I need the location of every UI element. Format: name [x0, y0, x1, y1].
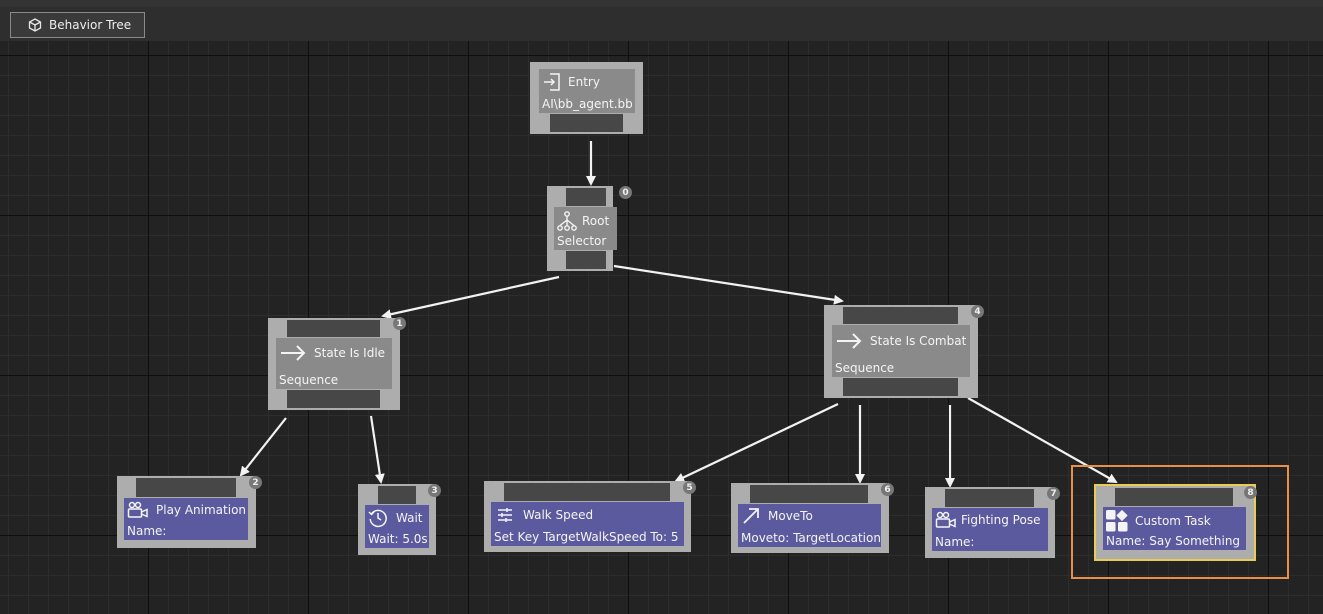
node-idle-subtitle: Sequence: [279, 373, 339, 387]
node-root-panel: Root Selector: [554, 207, 617, 250]
video-camera-icon: [935, 511, 957, 529]
node-play-animation-panel: Play Animation Name:: [124, 498, 248, 540]
node-fighting-pose-panel: Fighting Pose Name:: [932, 508, 1048, 551]
behavior-tree-tab-label: Behavior Tree: [49, 18, 132, 32]
arrow-right-icon: [836, 332, 862, 350]
clock-icon: [368, 508, 388, 528]
node-root-output-port[interactable]: [566, 251, 606, 269]
node-custom-task-panel: Custom Task Name: Say Something: [1103, 507, 1246, 550]
node-play-animation-title: Play Animation: [156, 503, 247, 517]
toolbar-strip: [0, 0, 1323, 7]
node-root[interactable]: Root Selector: [547, 186, 617, 271]
node-wait-subtitle: Wait: 5.0s: [368, 532, 428, 546]
node-state-is-idle[interactable]: State Is Idle Sequence: [268, 318, 400, 410]
arrow-right-icon: [280, 344, 306, 362]
sign-in-icon: [542, 72, 562, 92]
node-walk-speed[interactable]: Walk Speed Set Key TargetWalkSpeed To: 5: [484, 481, 691, 552]
node-root-index-badge: 0: [619, 186, 632, 199]
node-play-animation-input-port[interactable]: [136, 478, 236, 497]
node-walk-speed-index-badge: 5: [683, 481, 696, 494]
node-moveto-index-badge: 6: [881, 483, 894, 496]
node-state-is-combat[interactable]: State Is Combat Sequence: [824, 305, 978, 398]
node-moveto-subtitle: Moveto: TargetLocation: [741, 531, 881, 545]
node-play-animation[interactable]: Play Animation Name:: [117, 476, 256, 548]
node-entry-title: Entry: [568, 75, 600, 89]
node-custom-task-title: Custom Task: [1135, 514, 1211, 528]
node-walk-speed-input-port[interactable]: [504, 483, 670, 501]
node-combat-input-port[interactable]: [843, 307, 958, 324]
node-idle-title: State Is Idle: [314, 346, 386, 360]
top-toolbar: Behavior Tree: [0, 0, 1323, 42]
node-wait-panel: Wait Wait: 5.0s: [365, 505, 429, 548]
node-combat-index-badge: 4: [971, 305, 984, 318]
node-wait-input-port[interactable]: [378, 486, 416, 504]
node-custom-task-input-port[interactable]: [1115, 488, 1233, 506]
node-play-animation-index-badge: 2: [249, 476, 262, 489]
node-entry[interactable]: Entry AI\bb_agent.bb: [530, 62, 643, 134]
behavior-tree-tab-button[interactable]: Behavior Tree: [10, 12, 145, 38]
node-combat-output-port[interactable]: [843, 378, 958, 396]
cube-icon: [28, 18, 42, 32]
node-fighting-pose-subtitle: Name:: [935, 535, 975, 549]
node-walk-speed-title: Walk Speed: [523, 508, 594, 522]
node-entry-panel: Entry AI\bb_agent.bb: [539, 69, 635, 113]
node-wait-index-badge: 3: [428, 484, 441, 497]
node-moveto-input-port[interactable]: [750, 485, 868, 503]
node-play-animation-subtitle: Name:: [127, 524, 167, 538]
node-combat-subtitle: Sequence: [835, 361, 895, 375]
node-fighting-pose-input-port[interactable]: [945, 489, 1034, 507]
node-wait[interactable]: Wait Wait: 5.0s: [358, 484, 436, 555]
video-camera-icon: [127, 501, 149, 519]
selection-highlight: [1071, 465, 1289, 579]
node-custom-task-subtitle: Name: Say Something: [1106, 534, 1241, 548]
node-entry-subtitle: AI\bb_agent.bb: [542, 97, 633, 111]
node-moveto-title: MoveTo: [768, 509, 813, 523]
node-walk-speed-subtitle: Set Key TargetWalkSpeed To: 5: [494, 530, 679, 544]
arrow-up-right-icon: [742, 507, 760, 525]
node-wait-title: Wait: [396, 511, 423, 525]
node-idle-input-port[interactable]: [287, 320, 380, 337]
node-root-input-port[interactable]: [566, 188, 606, 206]
node-root-title: Root: [582, 214, 610, 228]
node-entry-output-port[interactable]: [550, 114, 623, 132]
shapes-icon: [1105, 509, 1129, 533]
node-fighting-pose[interactable]: Fighting Pose Name:: [925, 487, 1055, 558]
node-combat-title: State Is Combat: [870, 334, 967, 348]
node-idle-panel: State Is Idle Sequence: [276, 338, 392, 389]
node-custom-task-index-badge: 8: [1244, 486, 1257, 499]
sliders-icon: [497, 507, 513, 523]
node-walk-speed-panel: Walk Speed Set Key TargetWalkSpeed To: 5: [491, 502, 684, 546]
node-fighting-pose-index-badge: 7: [1047, 487, 1060, 500]
node-combat-panel: State Is Combat Sequence: [832, 325, 970, 377]
node-root-subtitle: Selector: [557, 234, 607, 248]
node-moveto[interactable]: MoveTo Moveto: TargetLocation: [731, 483, 889, 553]
node-custom-task[interactable]: Custom Task Name: Say Something: [1094, 484, 1256, 561]
node-moveto-panel: MoveTo Moveto: TargetLocation: [738, 504, 881, 547]
node-idle-index-badge: 1: [393, 317, 406, 330]
node-idle-output-port[interactable]: [287, 390, 380, 408]
node-fighting-pose-title: Fighting Pose: [961, 513, 1041, 527]
hierarchy-icon: [556, 210, 578, 232]
